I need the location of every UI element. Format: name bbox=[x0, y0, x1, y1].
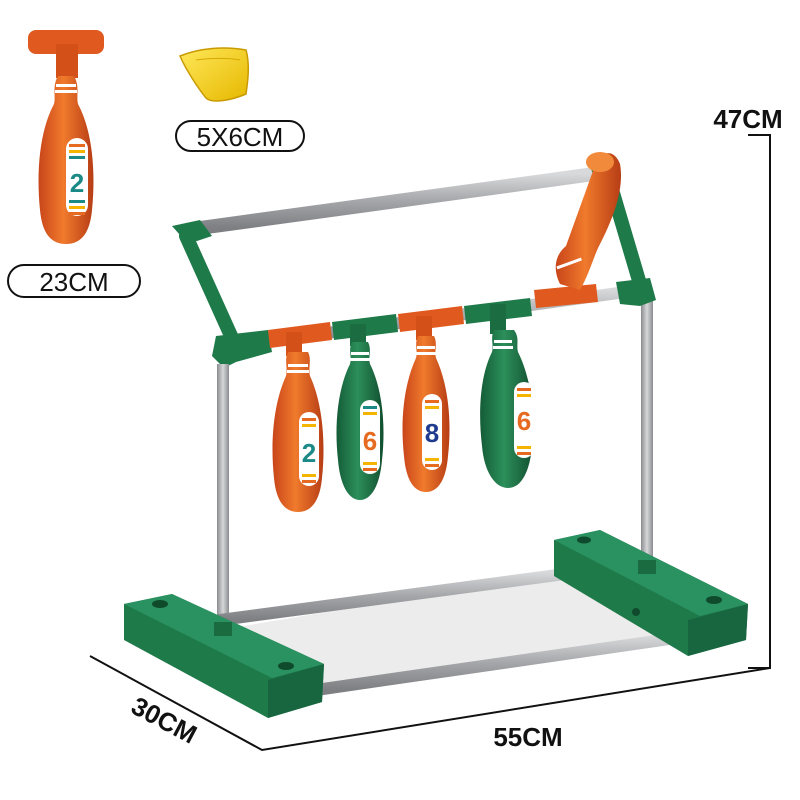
pin-size-label: 23CM bbox=[39, 267, 108, 297]
pin-rail bbox=[212, 278, 656, 368]
height-label: 47CM bbox=[713, 104, 782, 134]
pin-1-number: 2 bbox=[302, 438, 316, 468]
bag-size-pill: 5X6CM bbox=[175, 120, 305, 152]
depth-label: 30CM bbox=[127, 691, 202, 750]
bean-bag bbox=[179, 47, 250, 102]
width-label: 55CM bbox=[493, 722, 562, 752]
flipped-pin bbox=[555, 152, 622, 290]
bag-size-label: 5X6CM bbox=[197, 122, 284, 152]
hanging-pin-2: 6 bbox=[336, 324, 384, 500]
pin-2-number: 6 bbox=[363, 426, 377, 456]
hanging-pin-4: 6 bbox=[480, 304, 534, 488]
pin-3-number: 8 bbox=[425, 418, 439, 448]
right-rear-post bbox=[641, 292, 653, 572]
pin-4-number: 6 bbox=[517, 406, 531, 436]
height-dimension-line bbox=[748, 134, 771, 669]
pin-size-pill: 23CM bbox=[7, 264, 141, 298]
bottom-rails bbox=[214, 566, 696, 696]
left-front-post bbox=[217, 364, 229, 636]
pin-handle bbox=[28, 30, 104, 54]
hanging-pin-1: 2 bbox=[272, 332, 324, 512]
hanging-pin-3: 8 bbox=[402, 316, 450, 492]
sample-pin-number: 2 bbox=[70, 168, 84, 198]
base-dimension-line bbox=[89, 655, 771, 752]
dimension-lines bbox=[89, 134, 771, 752]
floor-shadow bbox=[232, 572, 690, 692]
sample-pin: 2 bbox=[28, 30, 104, 244]
